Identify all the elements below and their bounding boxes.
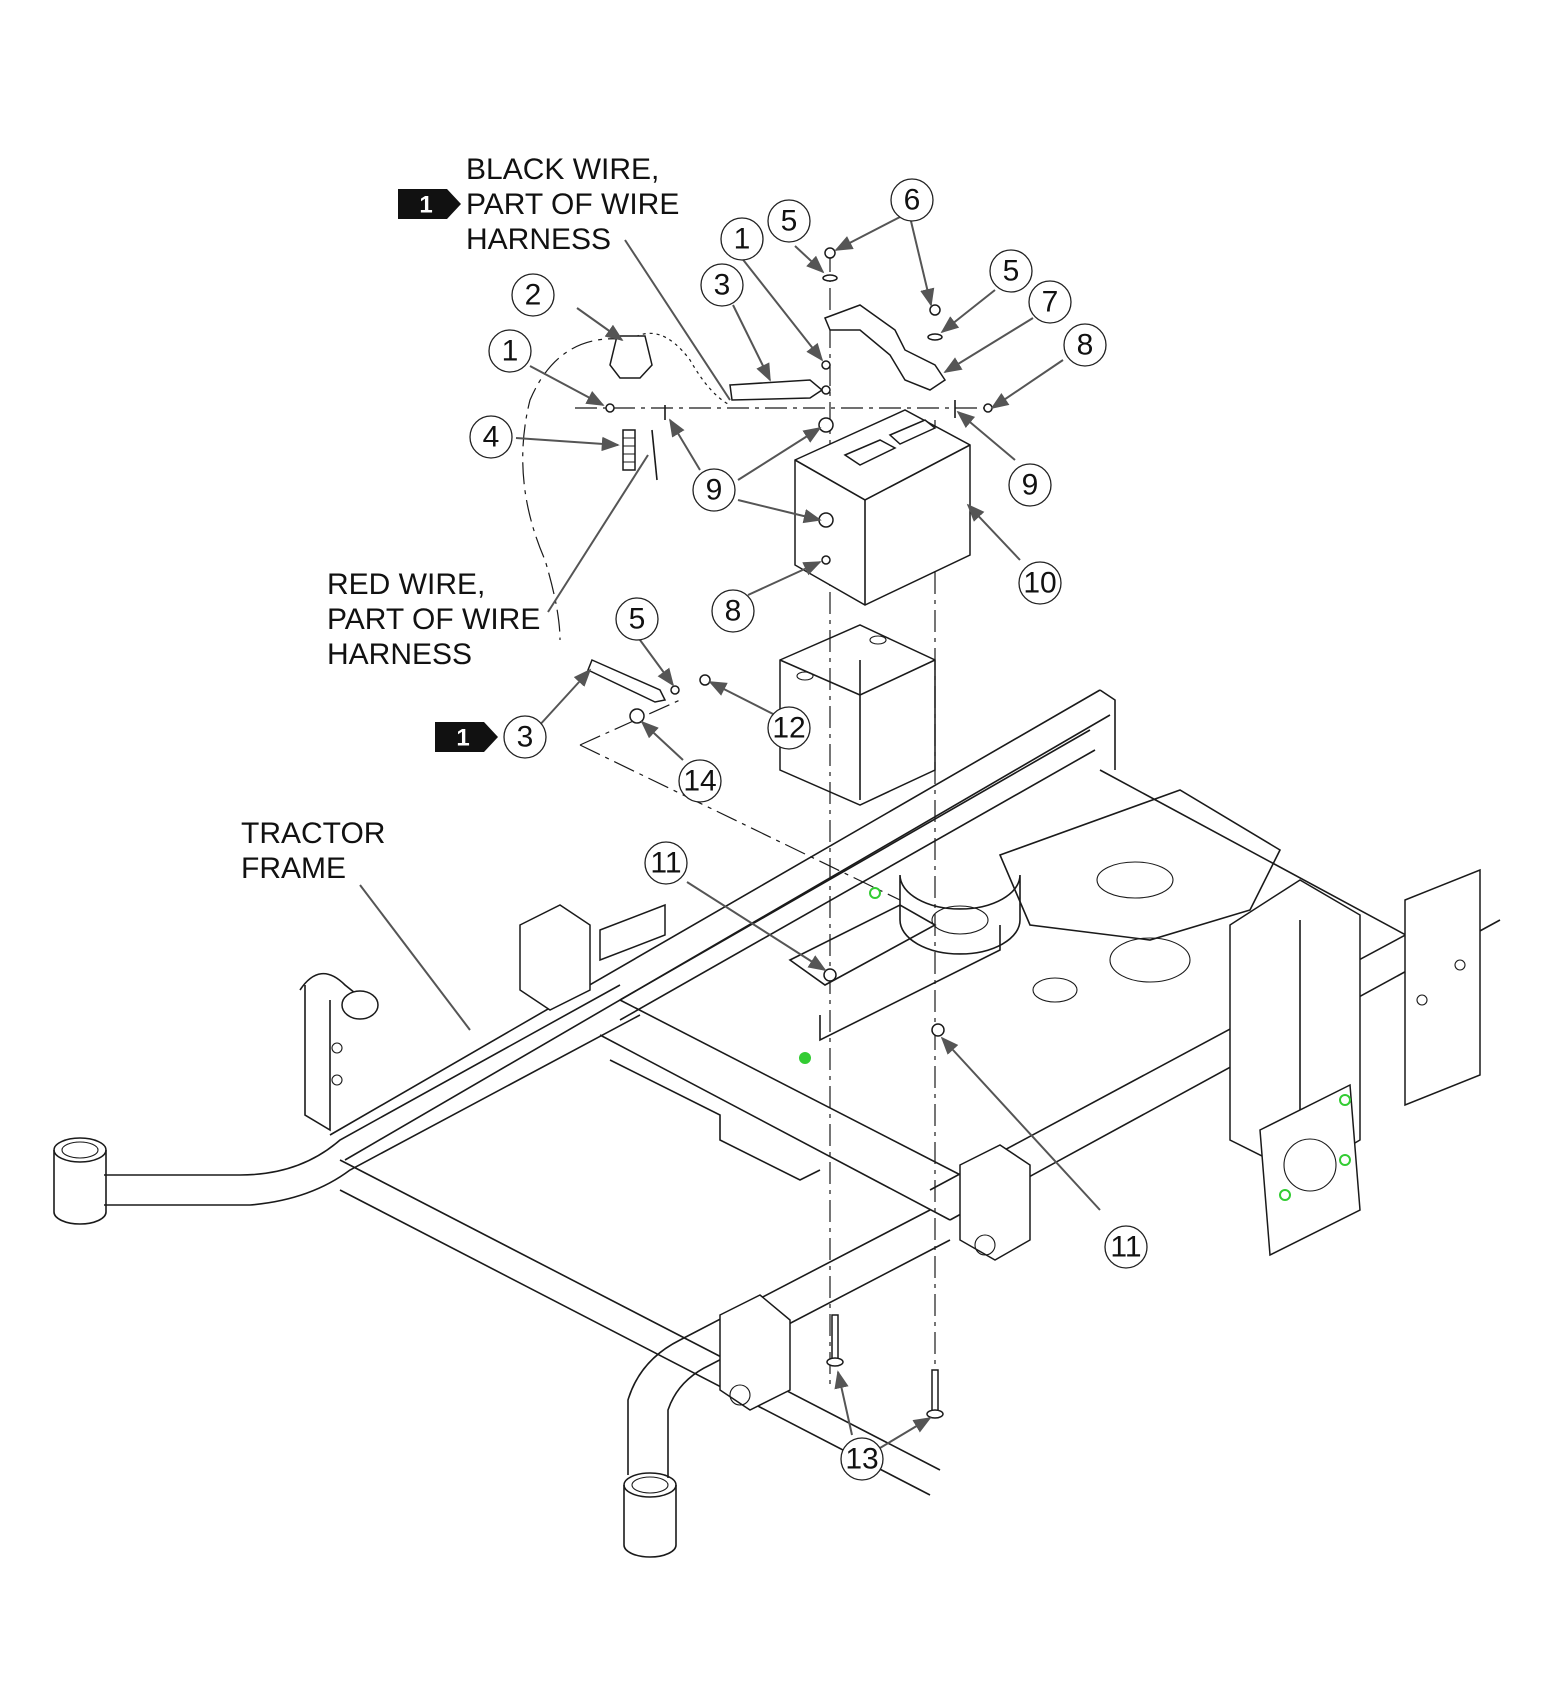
svg-text:14: 14 [683, 765, 716, 798]
svg-text:12: 12 [772, 712, 805, 745]
callout-8-bottom: 8 [711, 589, 755, 633]
callout-11-upper: 11 [644, 841, 688, 885]
left-caster-tube [53, 984, 641, 1225]
svg-text:9: 9 [706, 474, 723, 507]
callout-4: 4 [469, 415, 513, 459]
svg-text:6: 6 [904, 184, 921, 217]
black-wire-label: BLACK WIRE, PART OF WIRE HARNESS [466, 153, 680, 256]
label-leaders [359, 239, 731, 1031]
callout-3-bottom: 3 [503, 715, 547, 759]
red-wire-rod [587, 659, 667, 703]
callout-5-bottom: 5 [615, 597, 659, 641]
callout-9-left: 9 [692, 468, 736, 512]
callout-13: 13 [840, 1437, 884, 1481]
frame-rails [329, 689, 1501, 1496]
red-wire-label: RED WIRE, PART OF WIRE HARNESS [327, 568, 541, 671]
svg-text:13: 13 [845, 1443, 878, 1476]
highlight-marker [799, 1052, 811, 1064]
svg-text:9: 9 [1022, 469, 1039, 502]
ground-wire-axis-line [579, 744, 901, 901]
callout-1-left: 1 [488, 329, 532, 373]
callout-3-top: 3 [700, 263, 744, 307]
svg-text:1: 1 [419, 192, 432, 219]
callout-8-top: 8 [1063, 323, 1107, 367]
rear-mount-tower [1229, 868, 1481, 1257]
note-tag-red-wire: 1 [435, 722, 498, 752]
callout-leaders [515, 216, 1101, 1449]
tractor-frame-drawing [53, 624, 1501, 1558]
battery-tray-bracket [779, 624, 937, 986]
frame-plates [609, 789, 1282, 1181]
svg-text:11: 11 [1110, 1231, 1141, 1264]
callout-14: 14 [678, 759, 722, 803]
svg-text:7: 7 [1042, 286, 1059, 319]
battery [794, 409, 971, 606]
callout-2: 2 [511, 273, 555, 317]
rear-hitch-plates [519, 903, 1031, 1411]
callout-9-right: 9 [1008, 463, 1052, 507]
svg-text:1: 1 [456, 725, 469, 752]
callout-11-lower: 11 [1104, 1225, 1148, 1269]
svg-text:3: 3 [517, 721, 534, 754]
callout-12: 12 [767, 706, 811, 750]
callout-1-top: 1 [720, 217, 764, 261]
svg-text:3: 3 [714, 269, 731, 302]
note-tag-black-wire: 1 [398, 189, 461, 219]
terminal-spring [622, 429, 636, 471]
black-wire-lug [729, 379, 824, 401]
callout-6: 6 [890, 178, 934, 222]
callout-7: 7 [1028, 280, 1072, 324]
svg-text:8: 8 [1077, 329, 1094, 362]
callout-5-top-left: 5 [767, 199, 811, 243]
svg-text:11: 11 [650, 847, 681, 880]
svg-text:1: 1 [502, 335, 519, 368]
svg-text:1: 1 [734, 223, 751, 256]
svg-text:5: 5 [1003, 255, 1020, 288]
svg-text:4: 4 [483, 421, 500, 454]
svg-text:5: 5 [781, 205, 798, 238]
battery-assembly [522, 247, 1351, 1419]
callout-5-top-right: 5 [989, 249, 1033, 293]
terminal-boot [609, 335, 653, 379]
svg-text:10: 10 [1023, 567, 1056, 600]
svg-text:5: 5 [629, 603, 646, 636]
svg-text:2: 2 [525, 279, 542, 312]
tractor-frame-label: TRACTOR FRAME [241, 817, 386, 885]
hold-down-bracket [824, 304, 947, 391]
svg-text:8: 8 [725, 595, 742, 628]
right-caster-tube [623, 1209, 951, 1558]
callout-10: 10 [1018, 561, 1062, 605]
red-wire-path [522, 338, 631, 641]
front-pivot-tube [299, 972, 379, 1132]
